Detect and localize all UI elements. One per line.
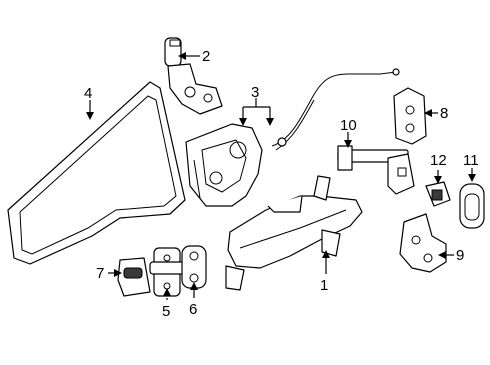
callout-4: 4 (84, 85, 92, 102)
part-3-latch-assembly (185, 123, 263, 207)
callout-9: 9 (456, 247, 464, 264)
part-6-shim (181, 245, 207, 289)
callout-10: 10 (340, 117, 357, 134)
leader-lines (86, 52, 476, 300)
part-5-striker (149, 247, 187, 297)
release-cable (271, 68, 400, 151)
callout-3: 3 (251, 84, 259, 101)
part-8-bracket (393, 87, 427, 145)
part-4-glass-panel (7, 81, 186, 265)
callout-1: 1 (320, 277, 328, 294)
part-7-striker-cover (117, 257, 151, 297)
part-2-actuator-motor (164, 37, 223, 115)
part-9-hinge-bracket (399, 213, 447, 273)
callout-12: 12 (430, 152, 447, 169)
callout-8: 8 (440, 105, 448, 122)
callout-11: 11 (463, 152, 479, 169)
callout-2: 2 (202, 48, 210, 65)
callout-6: 6 (189, 301, 197, 318)
part-10-door-check (337, 145, 415, 195)
part-12-bumper (425, 181, 451, 207)
callout-7: 7 (96, 265, 104, 282)
part-11-cap (459, 183, 485, 229)
callout-5: 5 (162, 303, 170, 320)
part-1-outside-handle (225, 175, 363, 291)
